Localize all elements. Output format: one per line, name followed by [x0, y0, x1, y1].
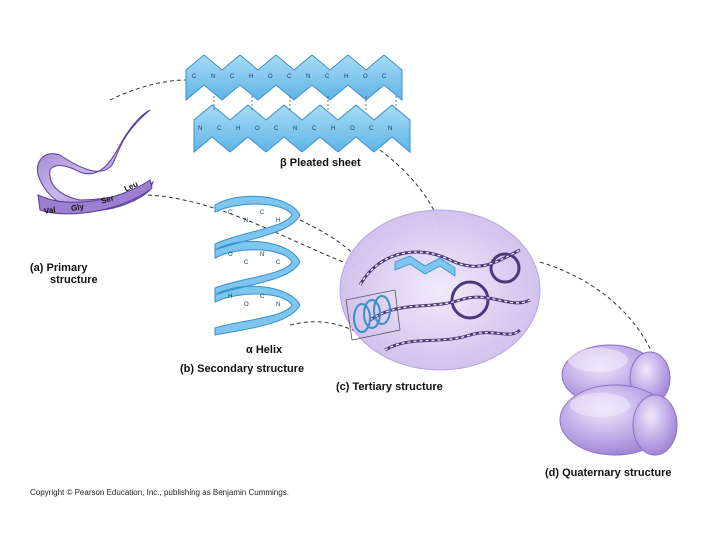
sheet-atom-label: O	[268, 74, 273, 80]
sheet-atom-label: H	[249, 74, 253, 80]
tertiary-label: (c) Tertiary structure	[336, 381, 443, 393]
sheet-atom-label: H	[331, 126, 335, 132]
beta-symbol: β	[280, 157, 287, 169]
sheet-atom-label: N	[306, 74, 310, 80]
sheet-atom-label: C	[382, 74, 387, 80]
connector-tertiary-to-quaternary	[540, 262, 655, 360]
helix-atom-label: C	[260, 294, 265, 300]
helix-atom-label: H	[276, 218, 280, 224]
sheet-atom-label: O	[363, 74, 368, 80]
helix-atom-label: C	[228, 210, 233, 216]
pleated-sheet: C N C H O C N C H O C N C H O C N C H O C N	[186, 55, 410, 152]
sheet-atom-label: N	[388, 126, 392, 132]
sheet-atom-label: N	[211, 74, 215, 80]
helix-atom-label: C	[260, 210, 265, 216]
sheet-atom-label: C	[287, 74, 292, 80]
sheet-atom-label: C	[230, 74, 235, 80]
sheet-atom-label: N	[198, 126, 202, 132]
residue-val: Val	[43, 205, 56, 216]
pleated-sheet-label: β Pleated sheet	[280, 157, 361, 169]
helix-label: α Helix	[246, 344, 282, 356]
quaternary-structure	[560, 345, 677, 455]
primary-ribbon	[37, 110, 153, 214]
sheet-atom-label: O	[350, 126, 355, 132]
pleated-sheet-text: Pleated sheet	[290, 157, 361, 169]
sheet-atom-label: C	[217, 126, 222, 132]
helix-atom-label: N	[276, 302, 280, 308]
helix-atom-label: H	[228, 294, 232, 300]
sheet-atom-label: H	[236, 126, 240, 132]
sheet-atom-label: C	[274, 126, 279, 132]
copyright-text: Copyright © Pearson Education, Inc., pub…	[30, 488, 289, 497]
helix-atom-label: O	[228, 252, 233, 258]
sheet-atom-label: C	[369, 126, 374, 132]
secondary-label: (b) Secondary structure	[180, 363, 304, 375]
connector-primary-to-sheet	[110, 80, 186, 100]
tertiary-structure	[340, 210, 540, 370]
primary-label-line2: structure	[30, 274, 98, 286]
sheet-atom-label: O	[255, 126, 260, 132]
helix-atom-label: C	[276, 260, 281, 266]
helix-atom-label: N	[244, 218, 248, 224]
helix-atom-label: N	[260, 252, 264, 258]
sheet-atom-label: C	[312, 126, 317, 132]
helix-atom-label: O	[244, 302, 249, 308]
primary-label: (a) Primary structure	[30, 262, 98, 286]
alpha-helix: C N C H O C N C H O C N	[215, 196, 300, 335]
primary-label-line1: (a) Primary	[30, 262, 87, 274]
sheet-atom-label: C	[325, 74, 330, 80]
helix-text: Helix	[256, 344, 282, 356]
sheet-atom-label: H	[344, 74, 348, 80]
quaternary-label: (d) Quaternary structure	[545, 467, 672, 479]
sheet-atom-label: C	[192, 74, 197, 80]
alpha-symbol: α	[246, 344, 253, 356]
helix-atom-label: C	[244, 260, 249, 266]
sheet-atom-label: N	[293, 126, 297, 132]
